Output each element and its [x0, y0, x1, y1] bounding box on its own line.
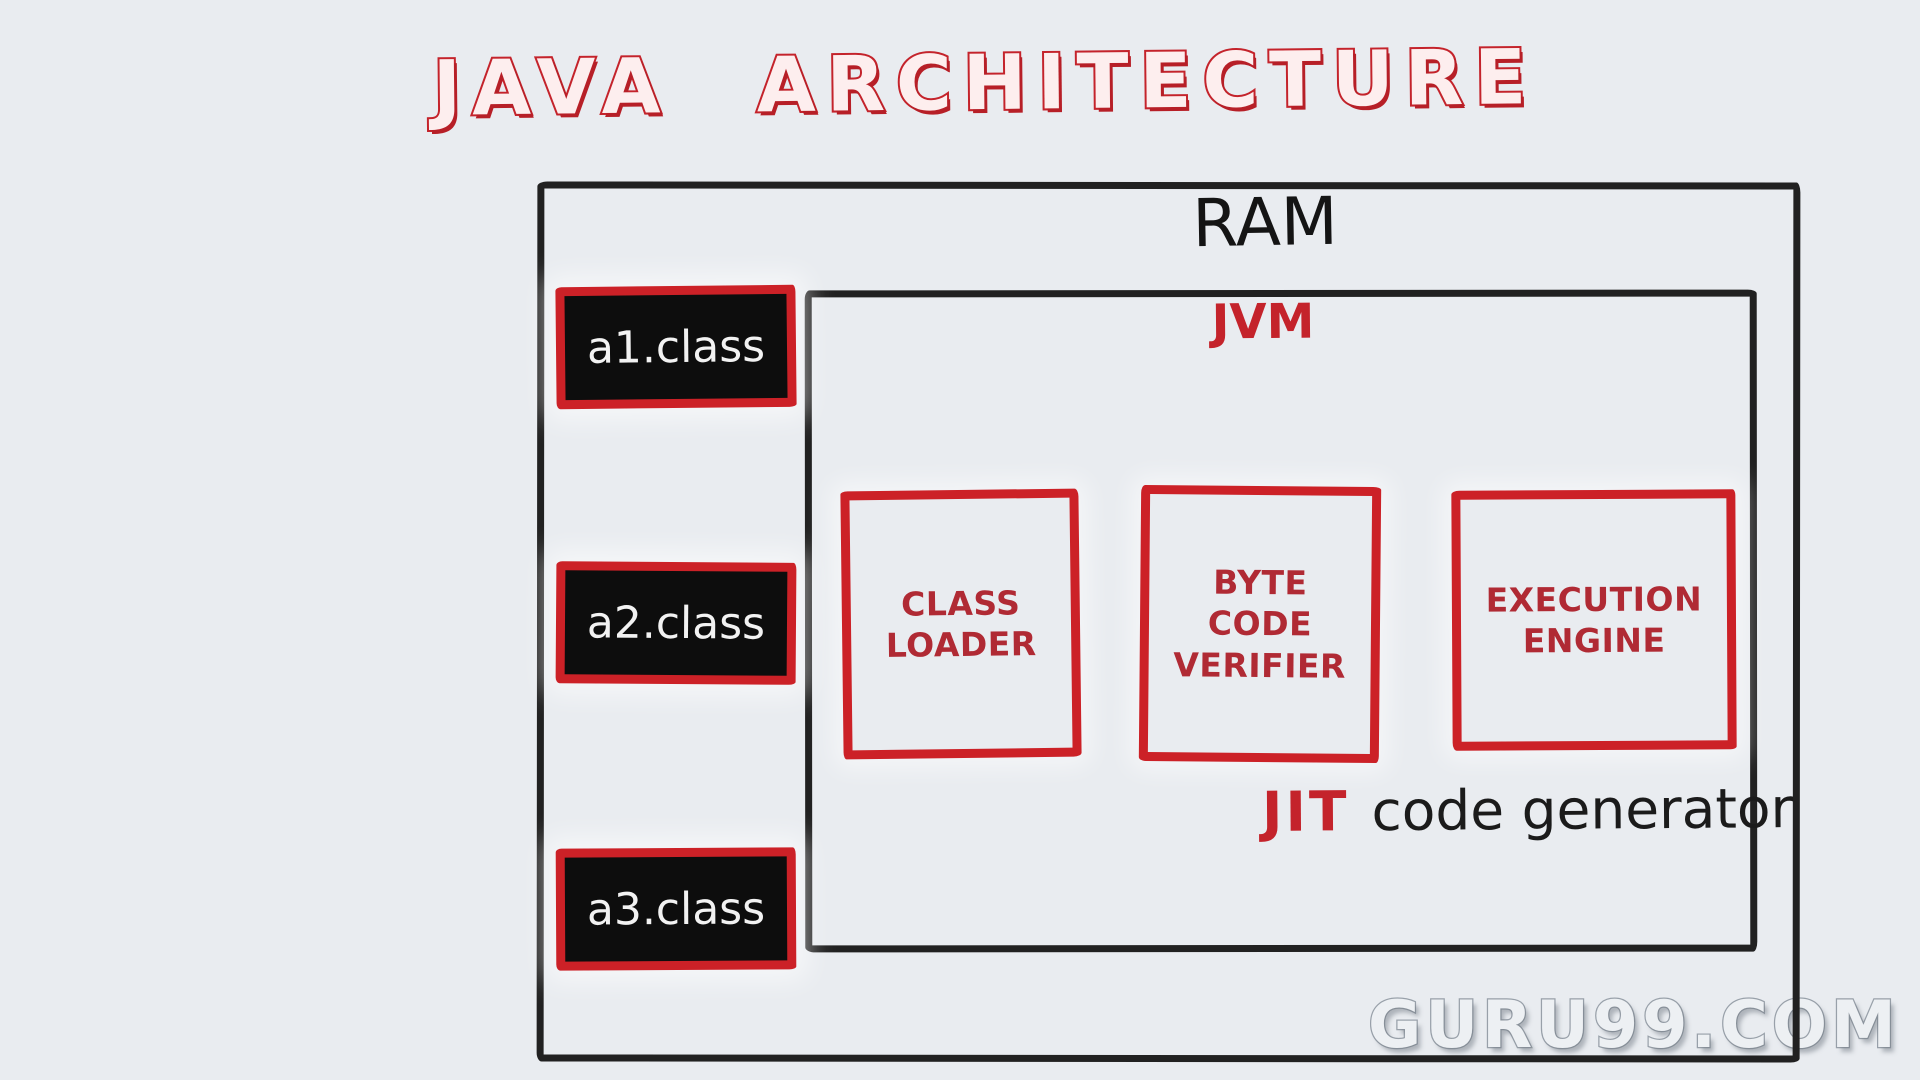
component-box-execution-engine: EXECUTION ENGINE: [1451, 489, 1737, 751]
component-label-line: BYTE: [1213, 562, 1308, 603]
component-label-line: CODE: [1207, 603, 1313, 644]
jit-caption-text: code generator: [1371, 776, 1794, 844]
diagram-title: JAVA ARCHITECTURE: [430, 30, 1539, 135]
component-label-line: EXECUTION: [1485, 579, 1703, 620]
component-label-line: CLASS: [900, 583, 1021, 624]
jit-caption: JIT code generator: [1262, 776, 1794, 844]
jvm-label: JVM: [1211, 293, 1315, 351]
class-file-box-a3: a3.class: [555, 847, 797, 971]
ram-label: RAM: [1191, 182, 1339, 263]
component-box-class-loader: CLASS LOADER: [840, 488, 1082, 760]
component-box-byte-code-verifier: BYTE CODE VERIFIER: [1138, 484, 1382, 764]
component-label-line: VERIFIER: [1173, 644, 1347, 686]
watermark: GURU99.COM: [1367, 987, 1900, 1065]
component-label-line: LOADER: [885, 624, 1037, 665]
component-label-line: ENGINE: [1522, 620, 1666, 661]
class-file-box-a2: a2.class: [555, 561, 797, 685]
class-file-label: a3.class: [586, 883, 766, 935]
jit-highlight: JIT: [1261, 779, 1350, 844]
class-file-label: a2.class: [586, 596, 766, 650]
class-file-label: a1.class: [586, 320, 766, 374]
class-file-box-a1: a1.class: [555, 284, 797, 410]
